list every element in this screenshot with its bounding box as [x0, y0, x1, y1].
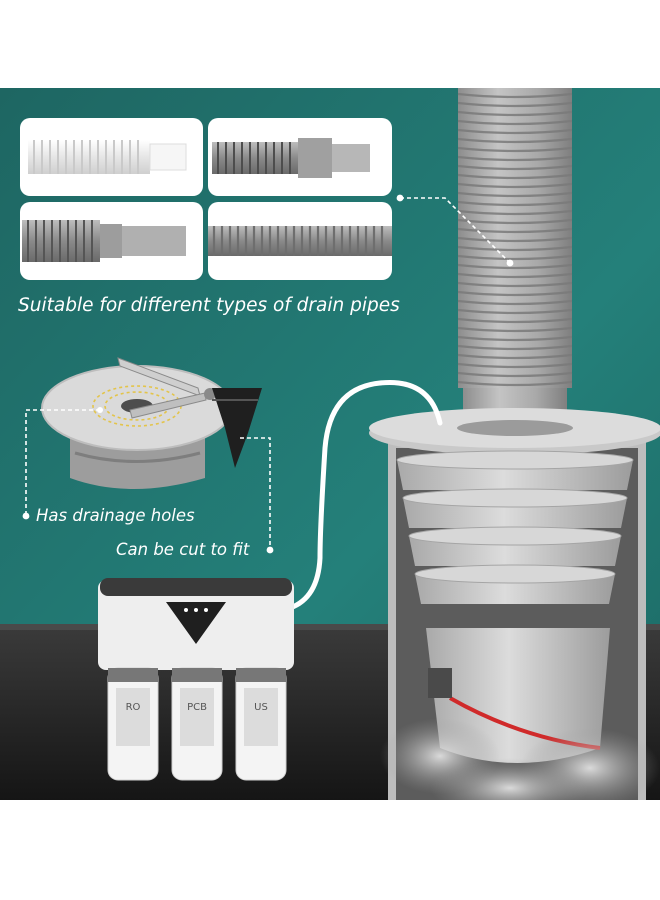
pipe-tile-bellows-connector: [20, 202, 203, 280]
drain-pipe: [457, 88, 573, 438]
pipe-tile-gray-corrugated: [208, 202, 392, 280]
caption-cut-to-fit: Can be cut to fit: [116, 540, 250, 559]
pipe-tile-white-corrugated: [20, 118, 203, 196]
cut-demo: [41, 365, 233, 489]
filter-label-pcb: PCB: [187, 702, 207, 713]
filter-label-us: US: [254, 702, 268, 713]
caption-drainage-holes: Has drainage holes: [36, 506, 195, 525]
pipe-tile-dark-connector: [208, 118, 392, 196]
scissors-icon: [117, 357, 262, 468]
drain-sealer-cutaway: [369, 408, 660, 800]
product-scene: RO PCB US: [0, 88, 660, 800]
filter-label-ro: RO: [126, 702, 141, 713]
water-purifier: RO PCB US: [98, 578, 294, 781]
caption-pipe-types: Suitable for different types of drain pi…: [18, 295, 400, 316]
